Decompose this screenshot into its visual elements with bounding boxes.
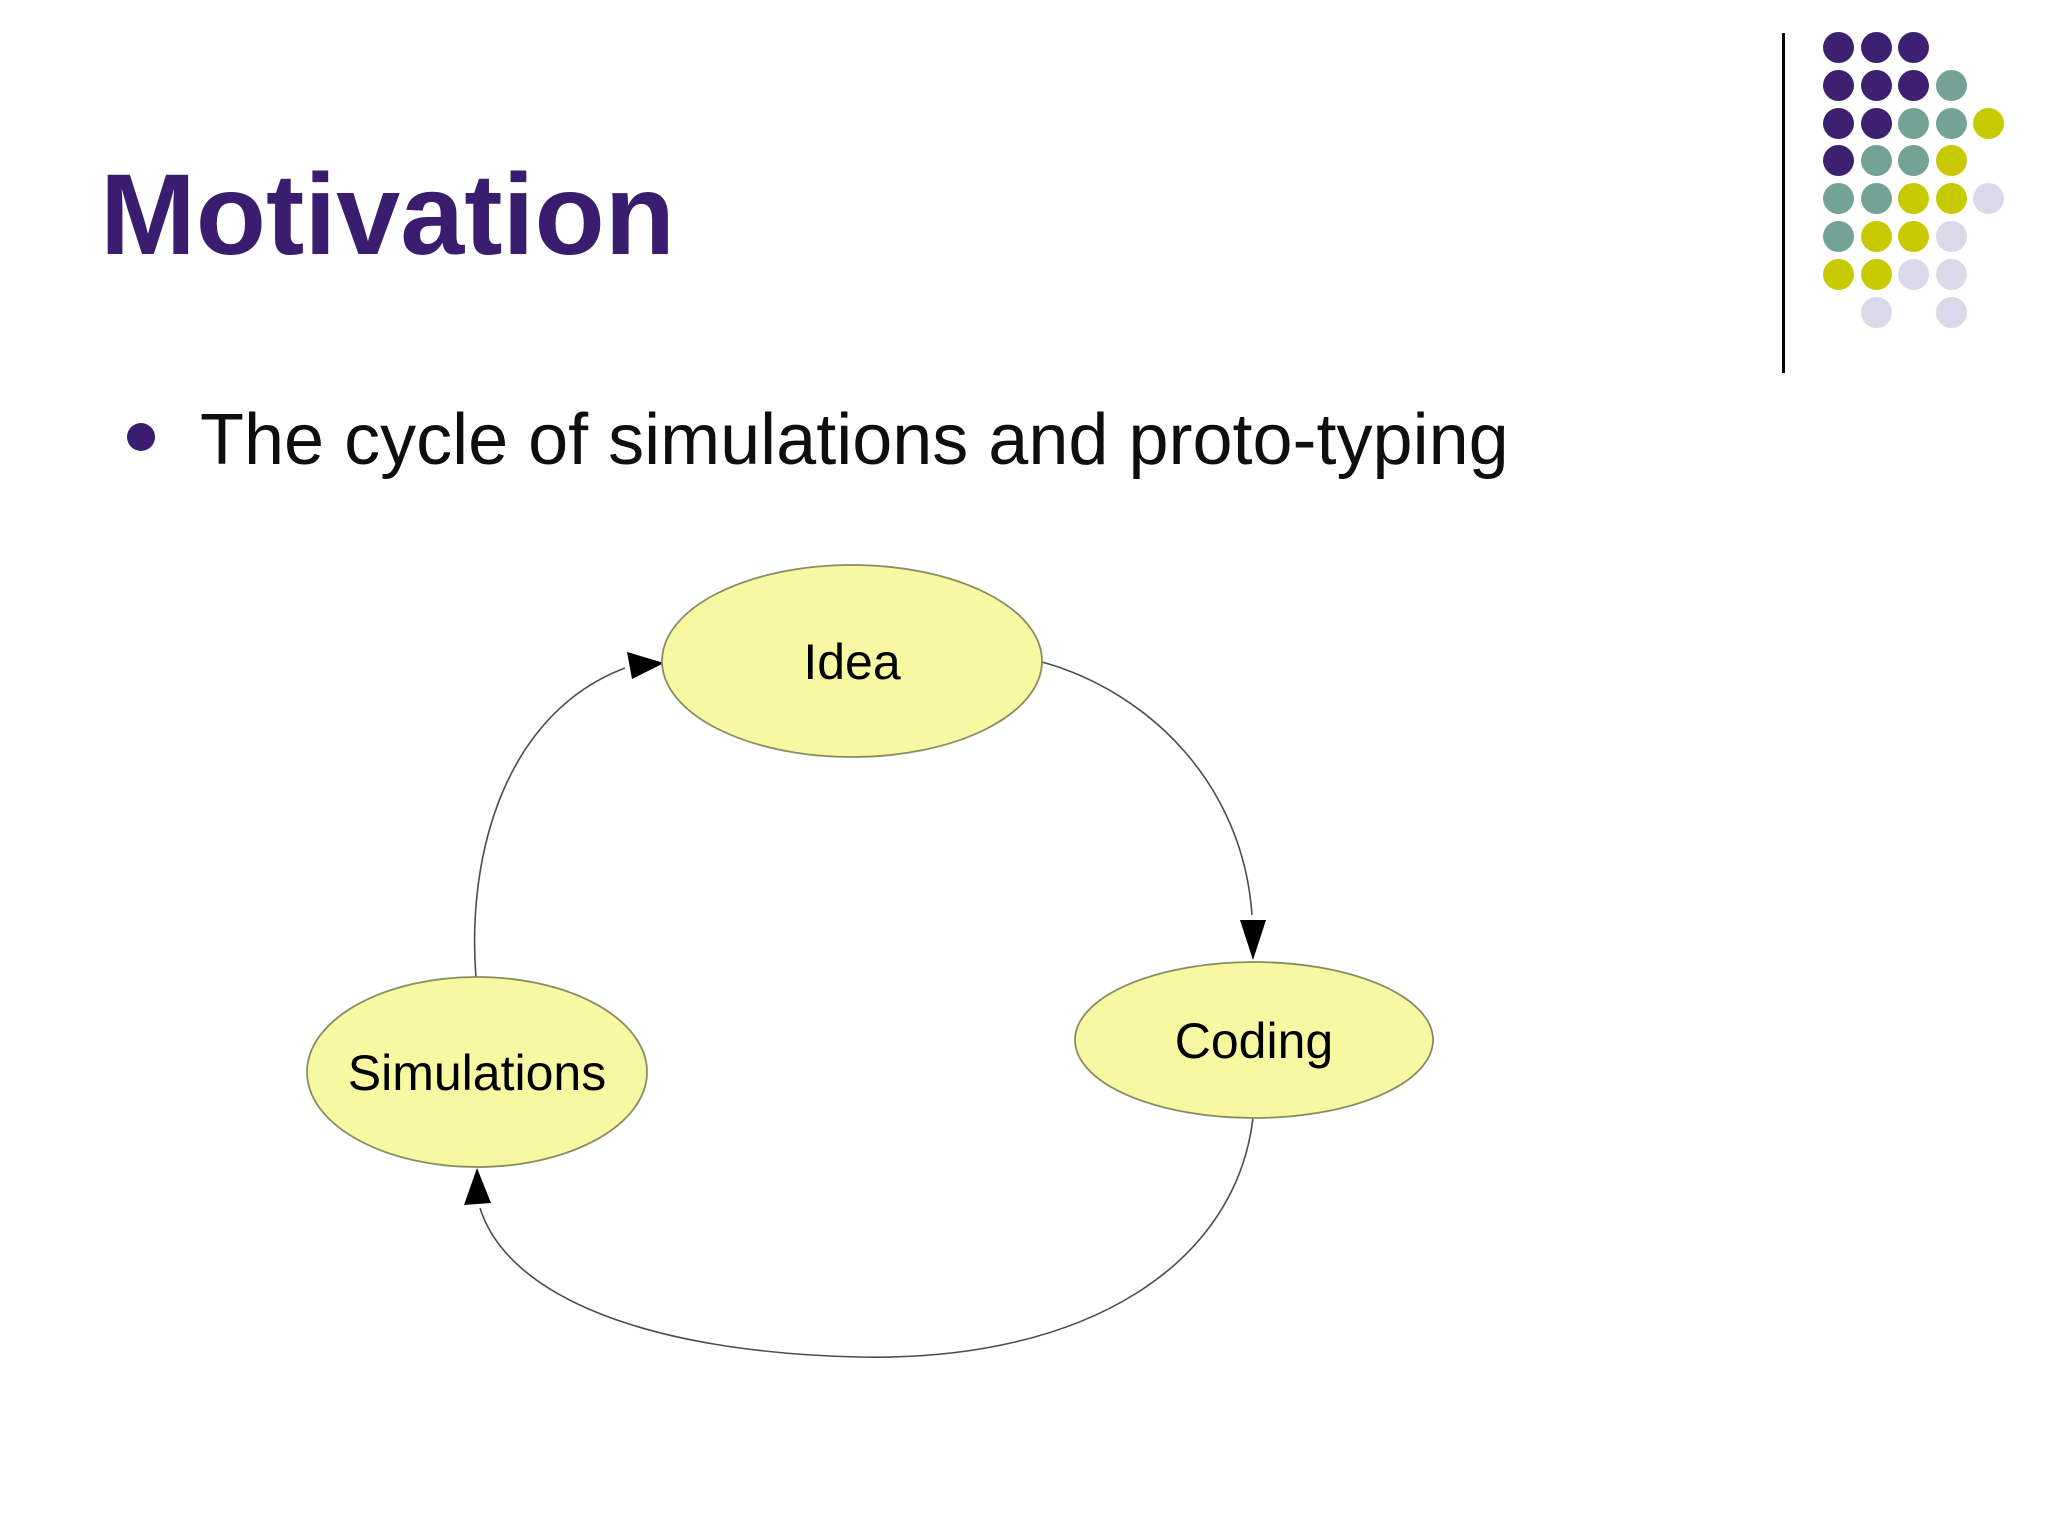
decorative-dot <box>1860 32 1892 63</box>
bullet-text: The cycle of simulations and proto-typin… <box>200 400 1509 480</box>
decorative-dot <box>1973 183 2004 215</box>
decorative-dot <box>1935 107 1967 139</box>
decorative-dot <box>1860 145 1892 177</box>
edge-coding-to-simulations <box>479 1117 1254 1358</box>
decorative-dot <box>1860 69 1892 101</box>
decorative-dot-grid <box>1823 32 2013 342</box>
node-idea-label: Idea <box>803 634 901 690</box>
decorative-dot <box>1823 221 1854 252</box>
decorative-dot <box>1860 296 1892 328</box>
decorative-dot <box>1898 258 1929 290</box>
decorative-dot <box>1860 107 1892 139</box>
decorative-dot <box>1935 221 1967 252</box>
edge-idea-to-coding-arrowhead <box>1240 920 1266 960</box>
decorative-dot <box>1823 69 1854 101</box>
bullet-marker <box>127 423 155 451</box>
decorative-dot <box>1898 32 1929 63</box>
decorative-dot <box>1823 32 1854 63</box>
decorative-dot <box>1935 183 1967 215</box>
node-simulations <box>306 976 648 1168</box>
decorative-dot <box>1935 145 1967 177</box>
decorative-dot <box>1898 107 1929 139</box>
decorative-dot <box>1935 69 1967 101</box>
edge-simulations-to-idea-arrowhead <box>627 652 664 679</box>
decorative-dot <box>1823 107 1854 139</box>
node-simulations-label: Simulations <box>348 1045 606 1101</box>
decorative-dot <box>1898 69 1929 101</box>
node-idea <box>661 564 1043 758</box>
node-coding-label: Coding <box>1175 1013 1333 1069</box>
decorative-line <box>1782 33 1785 373</box>
decorative-dot <box>1973 107 2004 139</box>
node-coding <box>1074 961 1434 1119</box>
decorative-dot <box>1823 183 1854 215</box>
slide-title: Motivation <box>100 151 675 279</box>
decorative-dot <box>1898 221 1929 252</box>
decorative-dot <box>1823 145 1854 177</box>
decorative-dot <box>1860 258 1892 290</box>
edge-simulations-to-idea <box>473 667 626 979</box>
decorative-dot <box>1935 296 1967 328</box>
decorative-dot <box>1823 258 1854 290</box>
edge-coding-to-simulations-arrowhead <box>464 1168 491 1205</box>
decorative-dot <box>1898 183 1929 215</box>
decorative-dot <box>1860 221 1892 252</box>
decorative-dot <box>1935 258 1967 290</box>
decorative-dot <box>1898 145 1929 177</box>
decorative-dot <box>1860 183 1892 215</box>
edge-idea-to-coding <box>1041 661 1253 916</box>
